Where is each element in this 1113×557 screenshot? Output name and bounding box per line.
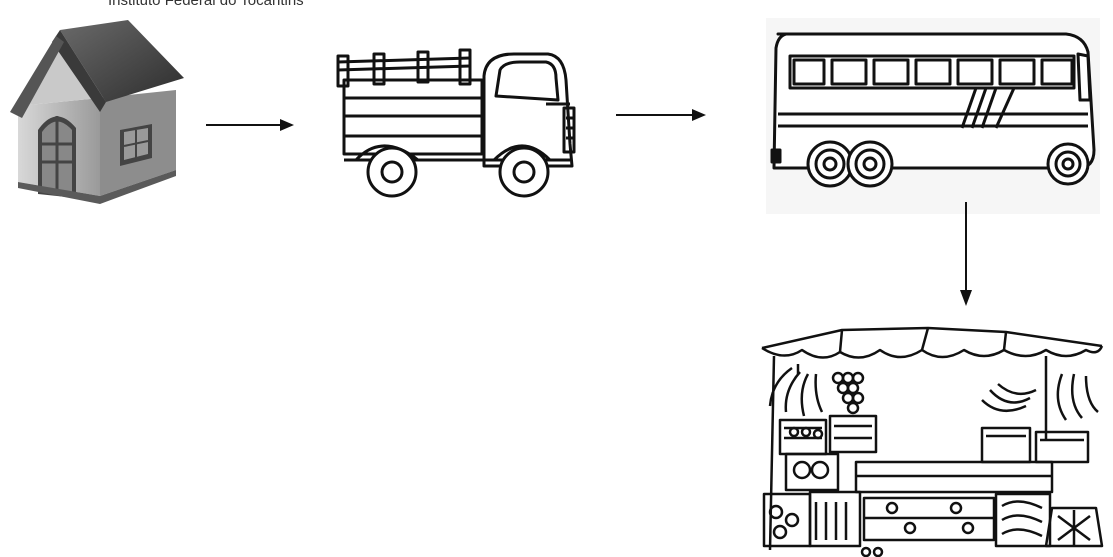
truck-icon xyxy=(334,48,580,198)
flow-arrow-house-to-truck xyxy=(206,115,294,135)
header-text: Instituto Federal do Tocantins xyxy=(108,0,304,9)
house-icon xyxy=(8,20,184,216)
flow-arrow-bus-to-market xyxy=(956,202,976,306)
bus-icon xyxy=(766,18,1100,214)
flow-arrow-truck-to-bus xyxy=(616,105,706,125)
market-stall-icon xyxy=(746,320,1113,557)
